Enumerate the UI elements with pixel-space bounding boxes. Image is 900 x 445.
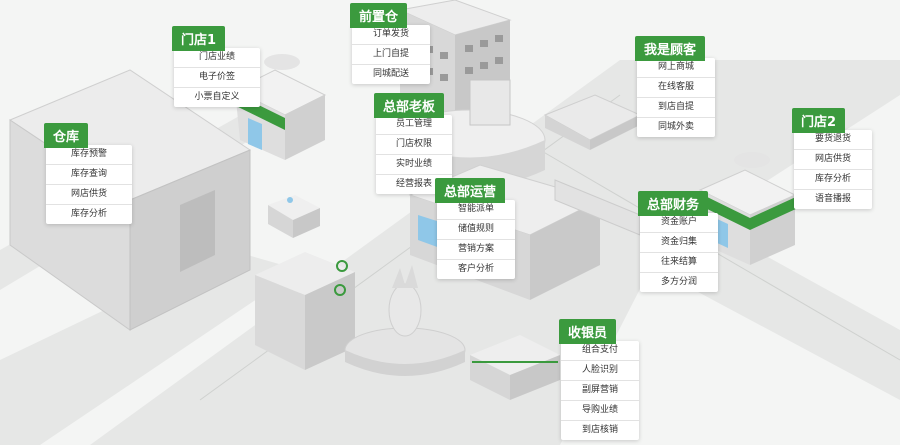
card-item: 营销方案	[437, 240, 515, 260]
card-item: 员工管理	[376, 115, 452, 135]
card-title: 仓库	[44, 123, 89, 148]
card-item: 电子价签	[174, 68, 260, 88]
card-item: 储值规则	[437, 220, 515, 240]
card-title: 总部运营	[435, 178, 506, 203]
card-item: 上门自提	[352, 45, 430, 65]
card-item: 资金归集	[640, 233, 718, 253]
card-title: 总部财务	[638, 191, 709, 216]
pineapple-fountain	[344, 265, 466, 376]
card-item: 同城配送	[372, 69, 409, 79]
card-item: 资金账户	[640, 213, 718, 233]
card-item: 库存分析	[70, 209, 107, 219]
card-item: 网店供货	[794, 150, 872, 170]
delivery-cart	[268, 195, 320, 238]
card-item: 在线客服	[637, 78, 715, 98]
card-customer: 我是顾客 网上商城 在线客服 到店自提 同城外卖	[635, 36, 715, 137]
card-item: 导购业绩	[561, 401, 639, 421]
card-item: 网店供货	[46, 185, 132, 205]
card-item: 智能派单	[437, 200, 515, 220]
cashier-counter	[470, 335, 560, 400]
card-title: 门店2	[792, 108, 846, 133]
card-cashier: 收银员 组合支付 人脸识别 副屏营销 导购业绩 到店核销	[559, 319, 639, 440]
card-warehouse: 仓库 库存预警 库存查询 网店供货 库存分析	[44, 123, 132, 224]
card-title: 门店1	[172, 26, 226, 51]
card-item: 到店自提	[637, 98, 715, 118]
card-item: 库存预警	[46, 145, 132, 165]
card-item: 客户分析	[457, 264, 494, 274]
card-store2: 门店2 要货退货 网店供货 库存分析 语音播报	[792, 108, 872, 209]
card-item: 同城外卖	[657, 122, 694, 132]
card-title: 前置仓	[350, 3, 408, 28]
card-item: 语音播报	[814, 194, 851, 204]
card-front-warehouse: 前置仓 订单发货 上门自提 同城配送	[350, 3, 430, 84]
card-item: 库存查询	[46, 165, 132, 185]
card-item: 多方分润	[660, 277, 697, 287]
card-store1: 门店1 门店业绩 电子价签 小票自定义	[172, 26, 260, 107]
card-title: 收银员	[559, 319, 617, 344]
card-hq-boss: 总部老板 员工管理 门店权限 实时业绩 经营报表	[374, 93, 452, 194]
card-item: 经营报表	[395, 179, 432, 189]
card-title: 我是顾客	[635, 36, 706, 61]
card-item: 人脸识别	[561, 361, 639, 381]
card-item: 小票自定义	[194, 92, 240, 102]
card-title: 总部老板	[374, 93, 445, 118]
card-item: 库存分析	[794, 170, 872, 190]
card-item: 到店核销	[581, 425, 618, 435]
card-item: 网上商城	[637, 58, 715, 78]
card-item: 组合支付	[561, 341, 639, 361]
card-item: 门店权限	[376, 135, 452, 155]
card-item: 订单发货	[352, 25, 430, 45]
warehouse-building	[8, 69, 252, 331]
card-item: 门店业绩	[174, 48, 260, 68]
vending-machines	[255, 252, 355, 370]
card-item: 副屏营销	[561, 381, 639, 401]
card-hq-finance: 总部财务 资金账户 资金归集 往来结算 多方分润	[638, 191, 718, 292]
card-item: 要货退货	[794, 130, 872, 150]
card-item: 实时业绩	[376, 155, 452, 175]
card-item: 往来结算	[640, 253, 718, 273]
card-hq-ops: 总部运营 智能派单 储值规则 营销方案 客户分析	[435, 178, 515, 279]
